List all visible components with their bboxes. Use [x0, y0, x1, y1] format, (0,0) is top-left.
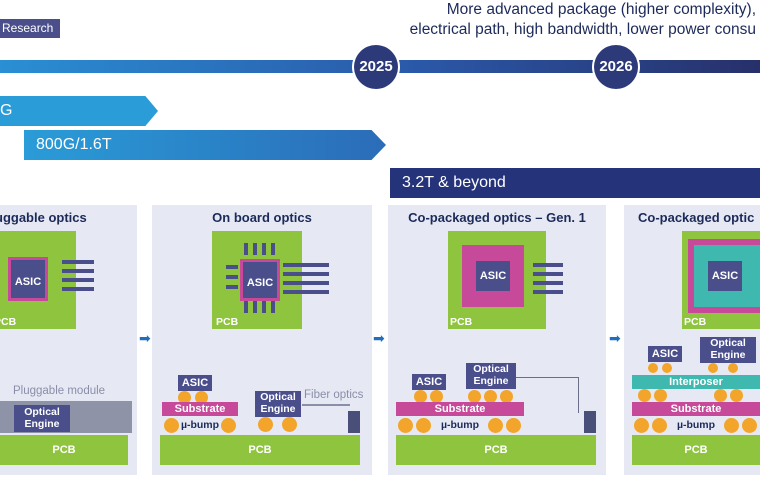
interposer: Interposer	[632, 375, 760, 389]
bump-row: µ-bump	[396, 416, 524, 434]
panel-title: uggable optics	[0, 210, 87, 225]
fiber-cable	[516, 377, 578, 378]
bump-label: µ-bump	[676, 419, 716, 431]
pcb-base: PCB	[160, 435, 360, 465]
asic-chip: ASIC	[240, 259, 280, 301]
io-pin	[62, 260, 94, 264]
pcb-label: PCB	[684, 316, 707, 328]
pcb-board: ASIC PCB	[682, 231, 760, 329]
io-pin	[62, 269, 94, 273]
right-arrow-icon: ➡	[139, 330, 151, 346]
speed-arrow-3: 3.2T & beyond	[390, 168, 760, 198]
substrate: Substrate	[162, 402, 238, 416]
speed-label-2: 800G/1.6T	[36, 136, 112, 153]
optical-engine: Optical Engine	[255, 391, 301, 417]
header-line-2: electrical path, high bandwidth, lower p…	[409, 21, 756, 38]
asic-chip-side: ASIC	[178, 375, 212, 391]
asic-chip-side: ASIC	[648, 346, 682, 362]
pcb-base: PCB	[0, 435, 128, 465]
asic-chip: ASIC	[708, 261, 742, 291]
pcb-base: PCB	[632, 435, 760, 465]
speed-label-3: 3.2T & beyond	[402, 174, 506, 191]
asic-chip: ASIC	[8, 257, 48, 301]
panel-title: Co-packaged optic	[638, 210, 755, 225]
pcb-label: PCB	[216, 316, 239, 328]
bump-row: µ-bump	[632, 416, 760, 434]
header-text: More advanced package (higher complexity…	[410, 0, 756, 40]
pcb-board: ASIC PCB	[448, 231, 546, 329]
right-arrow-icon: ➡	[609, 330, 621, 346]
fiber-optics-label: Fiber optics	[304, 389, 364, 401]
year-2025-marker: 2025	[354, 45, 398, 89]
asic-chip-side: ASIC	[412, 374, 446, 390]
research-badge: Research	[0, 19, 61, 38]
speed-label-1: G	[0, 102, 13, 119]
substrate-top: ASIC	[462, 245, 524, 307]
io-pin	[62, 287, 94, 291]
panel-title: On board optics	[212, 210, 312, 225]
panel-pluggable-optics: uggable optics ASIC PCB Pluggable module…	[0, 205, 137, 475]
substrate: Substrate	[396, 402, 524, 416]
optical-engine: Optical Engine	[466, 363, 516, 389]
speed-arrow-1: G	[0, 96, 158, 126]
panel-on-board-optics: On board optics ASIC PCB ASIC Substrate …	[152, 205, 372, 475]
interposer-top: ASIC	[694, 245, 760, 307]
fiber-connector	[348, 411, 360, 433]
panel-cpo-gen2: Co-packaged optic ASIC PCB ASIC Optical …	[624, 205, 760, 475]
pluggable-module-label: Pluggable module	[13, 385, 106, 397]
substrate-top: ASIC	[688, 239, 760, 313]
fiber-connector	[584, 411, 596, 433]
optical-engine: Optical Engine	[14, 405, 70, 432]
right-arrow-icon: ➡	[373, 330, 385, 346]
optical-engine: Optical Engine	[700, 337, 756, 363]
year-2026-marker: 2026	[594, 45, 638, 89]
speed-arrow-2: 800G/1.6T	[24, 130, 386, 160]
asic-chip: ASIC	[476, 261, 510, 291]
header-line-1: More advanced package (higher complexity…	[446, 1, 756, 18]
pcb-label: PCB	[450, 316, 473, 328]
substrate: Substrate	[632, 402, 760, 416]
bump-row: µ-bump	[162, 416, 238, 434]
pcb-base: PCB	[396, 435, 596, 465]
panel-cpo-gen1: Co-packaged optics – Gen. 1 ASIC PCB ASI…	[388, 205, 606, 475]
bump-label: µ-bump	[180, 419, 220, 431]
fiber-cable	[302, 404, 350, 406]
io-pin	[62, 278, 94, 282]
pcb-board: ASIC PCB	[212, 231, 302, 329]
pcb-label: PCB	[0, 316, 17, 328]
pluggable-module: Optical Engine	[0, 401, 132, 433]
bump-label: µ-bump	[440, 419, 480, 431]
panel-title: Co-packaged optics – Gen. 1	[408, 210, 586, 225]
